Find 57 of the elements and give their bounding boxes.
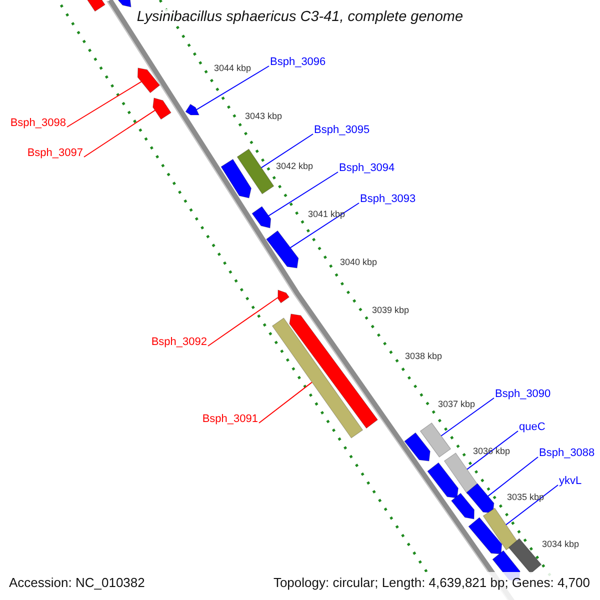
- gene-label: Bsph_3098: [10, 118, 66, 129]
- leader-line: [506, 484, 558, 526]
- gene-label: Bsph_3095: [314, 125, 370, 136]
- gene-label: ykvL: [559, 476, 582, 487]
- gene-label: Bsph_3088: [539, 448, 595, 459]
- leader-line: [440, 398, 494, 436]
- gene-feature: [278, 290, 290, 304]
- tick-label: 3042 kbp: [276, 162, 314, 171]
- gene-label: Bsph_3092: [151, 337, 207, 348]
- leader-line: [208, 297, 278, 346]
- gene-feature: [86, 0, 106, 12]
- tick-label: 3035 kbp: [507, 493, 544, 502]
- leader-line: [66, 81, 142, 128]
- leader-line: [466, 430, 518, 470]
- genome-info-text: Topology: circular; Length: 4,639,821 bp; Genes: 4,700: [273, 576, 590, 589]
- gene-feature: [404, 432, 430, 462]
- gene-feature: [450, 492, 474, 520]
- tick-label: 3043 kbp: [245, 112, 282, 121]
- leader-line: [196, 66, 270, 110]
- gene-block: [272, 318, 364, 438]
- gene-block: [508, 538, 542, 574]
- gene-label: Bsph_3096: [270, 57, 326, 68]
- gene-block: [236, 148, 274, 194]
- accession-text: Accession: NC_010382: [9, 576, 145, 589]
- gene-feature: [427, 462, 459, 498]
- gene-feature: [185, 104, 200, 116]
- gene-label: Bsph_3094: [339, 163, 395, 174]
- tick-label: 3039 kbp: [372, 306, 410, 315]
- tick-label: 3040 kbp: [340, 258, 378, 267]
- tick-label: 3038 kbp: [405, 352, 442, 361]
- gene-label: queC: [519, 422, 546, 433]
- gene-feature: [252, 206, 272, 228]
- tick-label: 3036 kbp: [473, 447, 510, 456]
- gene-feature: [266, 230, 299, 268]
- tick-label: 3044 kbp: [214, 64, 252, 73]
- gene-label: Bsph_3090: [495, 389, 551, 400]
- leader-line: [258, 382, 312, 424]
- gene-block: [420, 422, 452, 458]
- leader-line: [260, 134, 314, 168]
- gene-feature: [468, 517, 502, 554]
- gene-feature: [466, 483, 494, 514]
- gene-label: Bsph_3093: [360, 194, 416, 205]
- leader-line: [268, 172, 338, 216]
- gene-feature: [137, 68, 160, 94]
- tick-label: 3037 kbp: [438, 400, 476, 409]
- gene-feature: [152, 98, 172, 120]
- gene-feature: [220, 158, 252, 198]
- gene-feature: [289, 314, 378, 429]
- gene-block: [444, 452, 480, 494]
- leader-line: [84, 110, 156, 158]
- gene-block: [482, 508, 518, 550]
- leader-line: [488, 456, 538, 497]
- gene-label: Bsph_3091: [202, 414, 258, 425]
- gene-feature: [118, 0, 132, 8]
- tick-label: 3034 kbp: [542, 540, 580, 549]
- leader-line: [290, 202, 360, 248]
- gene-label: Bsph_3097: [27, 148, 83, 159]
